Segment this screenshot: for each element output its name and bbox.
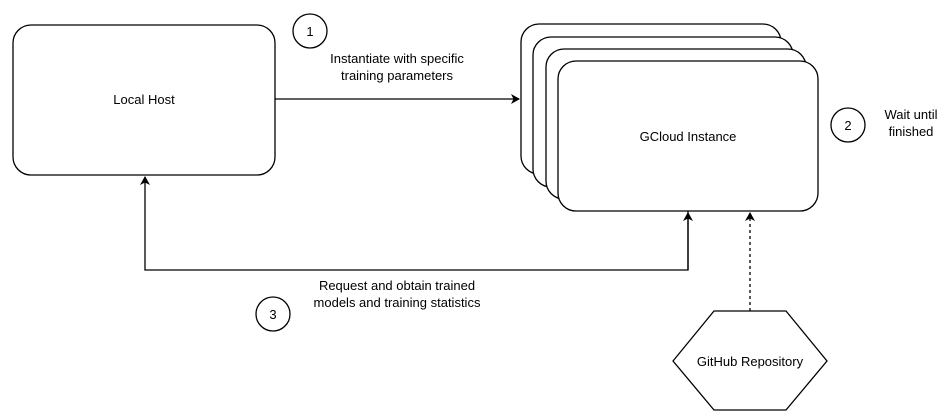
step-2-label-line-1: Wait until: [885, 107, 938, 122]
step-1: 1 Instantiate with specific training par…: [292, 13, 464, 83]
local-host-box: [12, 24, 276, 176]
step-2-label-line-2: finished: [889, 124, 934, 139]
step-1-label-line-1: Instantiate with specific: [330, 51, 464, 66]
gcloud-instance-label: GCloud Instance: [640, 129, 737, 144]
gcloud-instance-stack: GCloud Instance: [520, 23, 819, 212]
step-1-label-line-2: training parameters: [341, 68, 453, 83]
step-3-circle: [255, 296, 291, 332]
step-3-label-line-1: Request and obtain trained: [319, 278, 475, 293]
local-host-node: Local Host: [12, 24, 276, 176]
local-host-label: Local Host: [113, 92, 175, 107]
github-repository-label: GitHub Repository: [697, 354, 804, 369]
step-1-number: 1: [306, 24, 313, 39]
step-2-number: 2: [844, 118, 851, 133]
github-repository-node: GitHub Repository: [672, 310, 828, 411]
github-repository-hexagon: [672, 310, 828, 411]
step-2-circle: [830, 107, 866, 143]
step-2: 2 Wait until finished: [830, 107, 938, 143]
step-1-circle: [292, 13, 328, 49]
step-3: 3 Request and obtain trained models and …: [255, 278, 481, 332]
step-3-number: 3: [269, 307, 276, 322]
step-3-label-line-2: models and training statistics: [314, 295, 481, 310]
